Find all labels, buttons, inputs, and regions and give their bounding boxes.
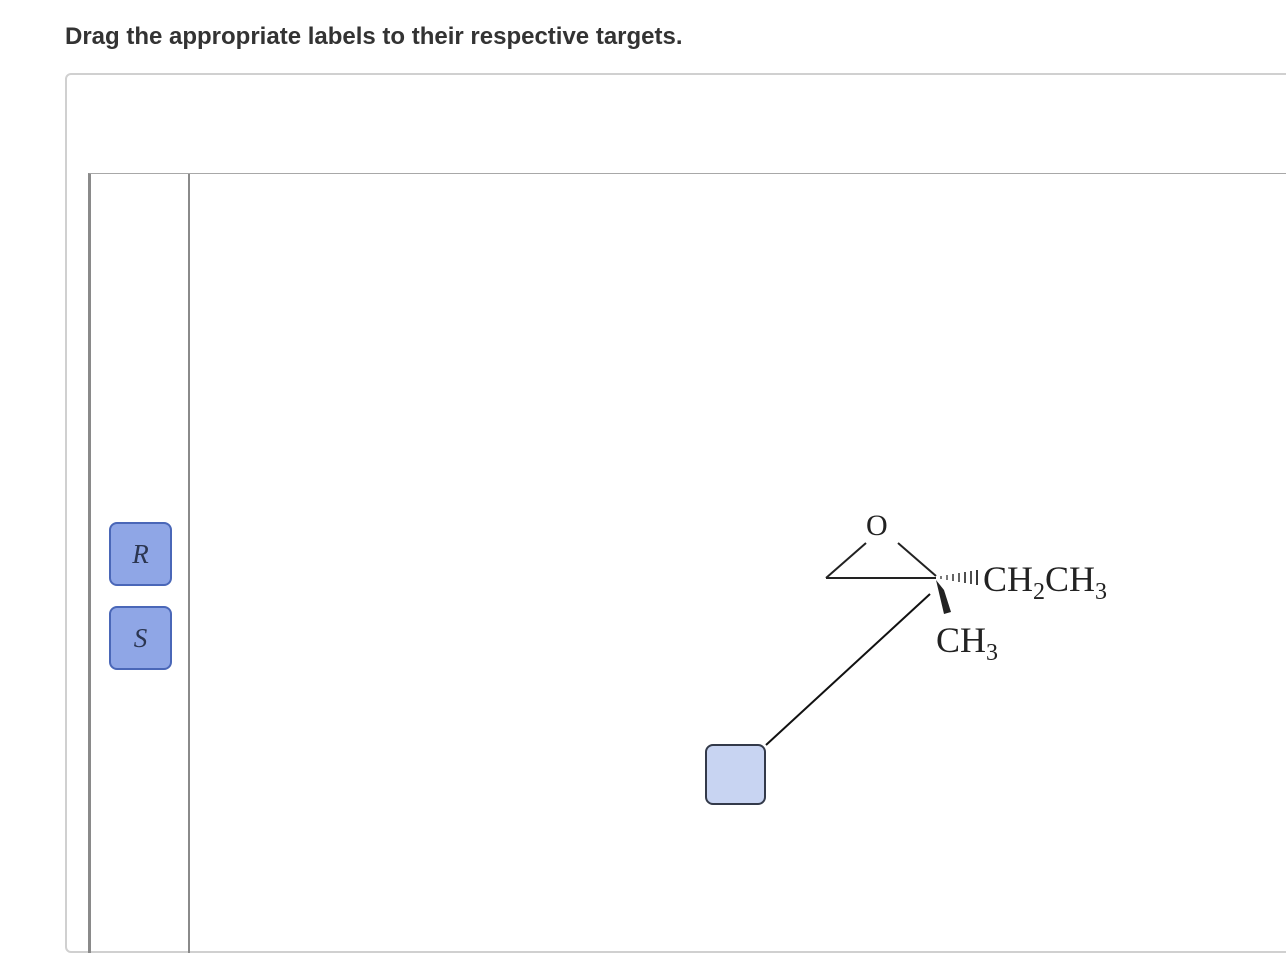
- target-leader-line: [765, 593, 931, 746]
- instructions-heading: Drag the appropriate labels to their res…: [65, 23, 683, 50]
- ring-bond-left-o: [825, 542, 867, 579]
- label-chip-s[interactable]: S: [109, 606, 172, 670]
- methyl-group-label: CH3: [936, 620, 998, 666]
- label-chip-r[interactable]: R: [109, 522, 172, 586]
- question-panel: [65, 73, 1286, 953]
- oxygen-atom-label: O: [866, 509, 888, 542]
- drag-drop-workspace: R S: [88, 173, 1286, 953]
- epoxide-structure: O CH2CH3 CH3: [765, 509, 1107, 746]
- hashed-wedge-bond: [940, 570, 978, 585]
- solid-wedge-bond: [936, 580, 951, 614]
- ethyl-group-label: CH2CH3: [983, 559, 1107, 605]
- stereocenter-drop-target[interactable]: [705, 744, 766, 805]
- ring-bond-o-right: [897, 542, 937, 577]
- label-palette: R S: [91, 174, 190, 953]
